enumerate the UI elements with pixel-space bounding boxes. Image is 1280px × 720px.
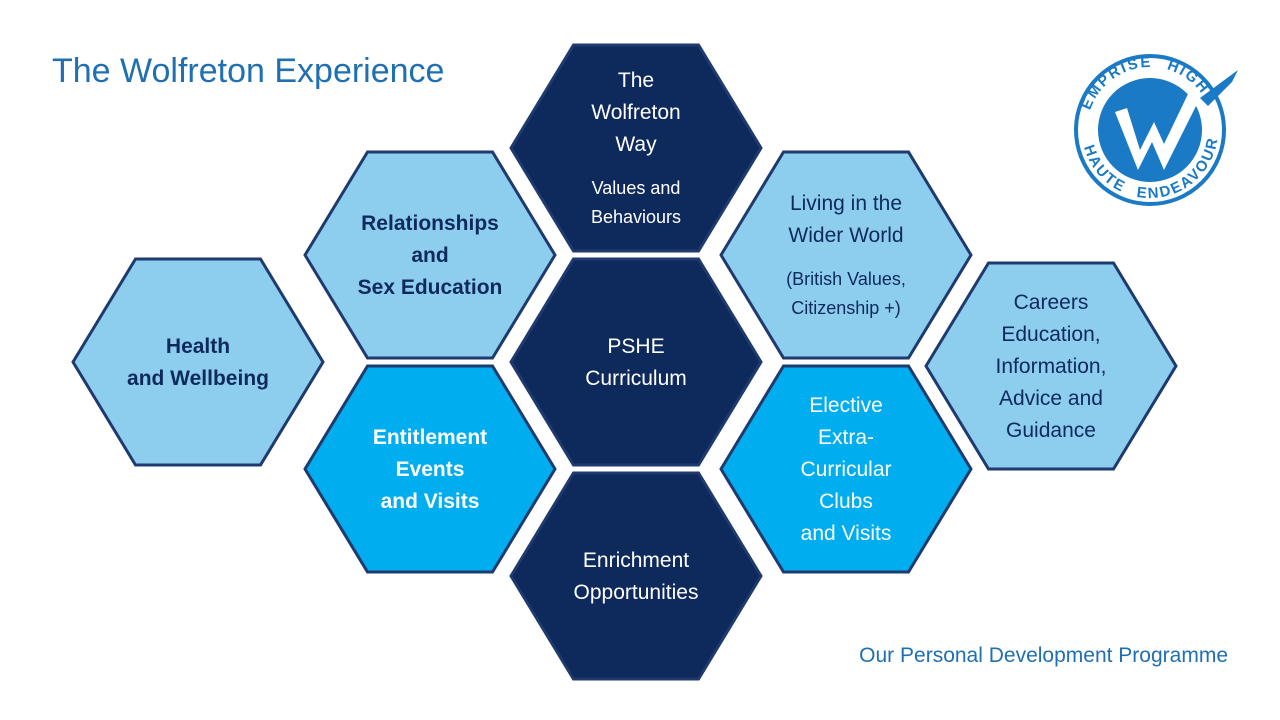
hexagon-label-living-wider-world: Living in the: [790, 192, 902, 215]
hexagon-shape-elective: [719, 364, 973, 574]
hexagon-health-wellbeing: Health and Wellbeing: [71, 257, 325, 467]
hexagon-label-wolfreton-way: Way: [615, 133, 657, 156]
hexagon-label-elective: Elective: [809, 394, 883, 417]
hexagon-sublabel-living-wider-world: Citizenship +): [791, 298, 901, 318]
hexagon-sublabel-wolfreton-way: Behaviours: [591, 207, 681, 227]
hexagon-label-enrichment: Enrichment: [583, 549, 689, 572]
hexagon-label-wolfreton-way: Wolfreton: [591, 101, 681, 124]
logo-tick-flourish: [1200, 70, 1238, 106]
hexagon-label-careers: Information,: [996, 355, 1107, 378]
hexagon-shape-health-wellbeing: [71, 257, 325, 467]
hexagon-shape-enrichment: [509, 471, 763, 681]
hexagon-sublabel-living-wider-world: (British Values,: [786, 269, 906, 289]
hexagon-label-elective: Extra-: [818, 426, 874, 449]
hexagon-label-health-wellbeing: and Wellbeing: [127, 367, 269, 390]
hexagon-label-relationships: Sex Education: [358, 276, 503, 299]
hexagon-label-careers: Advice and: [999, 387, 1103, 410]
hexagon-shape-entitlement: [303, 364, 557, 574]
hexagon-label-enrichment: Opportunities: [574, 581, 699, 604]
page-title: The Wolfreton Experience: [52, 52, 445, 90]
hexagon-shape-careers: [924, 261, 1178, 471]
logo-tick-mark: [1115, 94, 1200, 170]
hexagon-label-entitlement: Events: [396, 458, 465, 481]
hexagon-label-pshe-curriculum: Curriculum: [585, 367, 687, 390]
hexagon-shape-pshe-curriculum: [509, 257, 763, 467]
hexagon-label-elective: and Visits: [801, 522, 892, 545]
hexagon-label-pshe-curriculum: PSHE: [607, 335, 664, 358]
hexagon-label-careers: Careers: [1014, 291, 1089, 314]
hexagon-shape-relationships: [303, 150, 557, 360]
hexagon-label-wolfreton-way: The: [618, 69, 654, 92]
hexagon-sublabel-wolfreton-way: Values and: [592, 178, 681, 198]
hexagon-label-elective: Clubs: [819, 490, 873, 513]
hexagon-label-entitlement: and Visits: [381, 490, 480, 513]
hexagon-label-health-wellbeing: Health: [166, 335, 230, 358]
hexagon-label-careers: Education,: [1001, 323, 1100, 346]
hexagon-label-relationships: Relationships: [361, 212, 499, 235]
hexagon-label-entitlement: Entitlement: [373, 426, 487, 449]
hexagon-label-elective: Curricular: [800, 458, 891, 481]
hexagon-label-careers: Guidance: [1006, 419, 1096, 442]
programme-caption: Our Personal Development Programme: [859, 644, 1228, 667]
hexagon-label-living-wider-world: Wider World: [788, 224, 903, 247]
hexagon-shape-wolfreton-way: [509, 43, 763, 253]
hexagon-label-relationships: and: [411, 244, 448, 267]
hexagon-shape-living-wider-world: [719, 150, 973, 360]
hexagon-pshe-curriculum: PSHE Curriculum: [509, 257, 763, 467]
